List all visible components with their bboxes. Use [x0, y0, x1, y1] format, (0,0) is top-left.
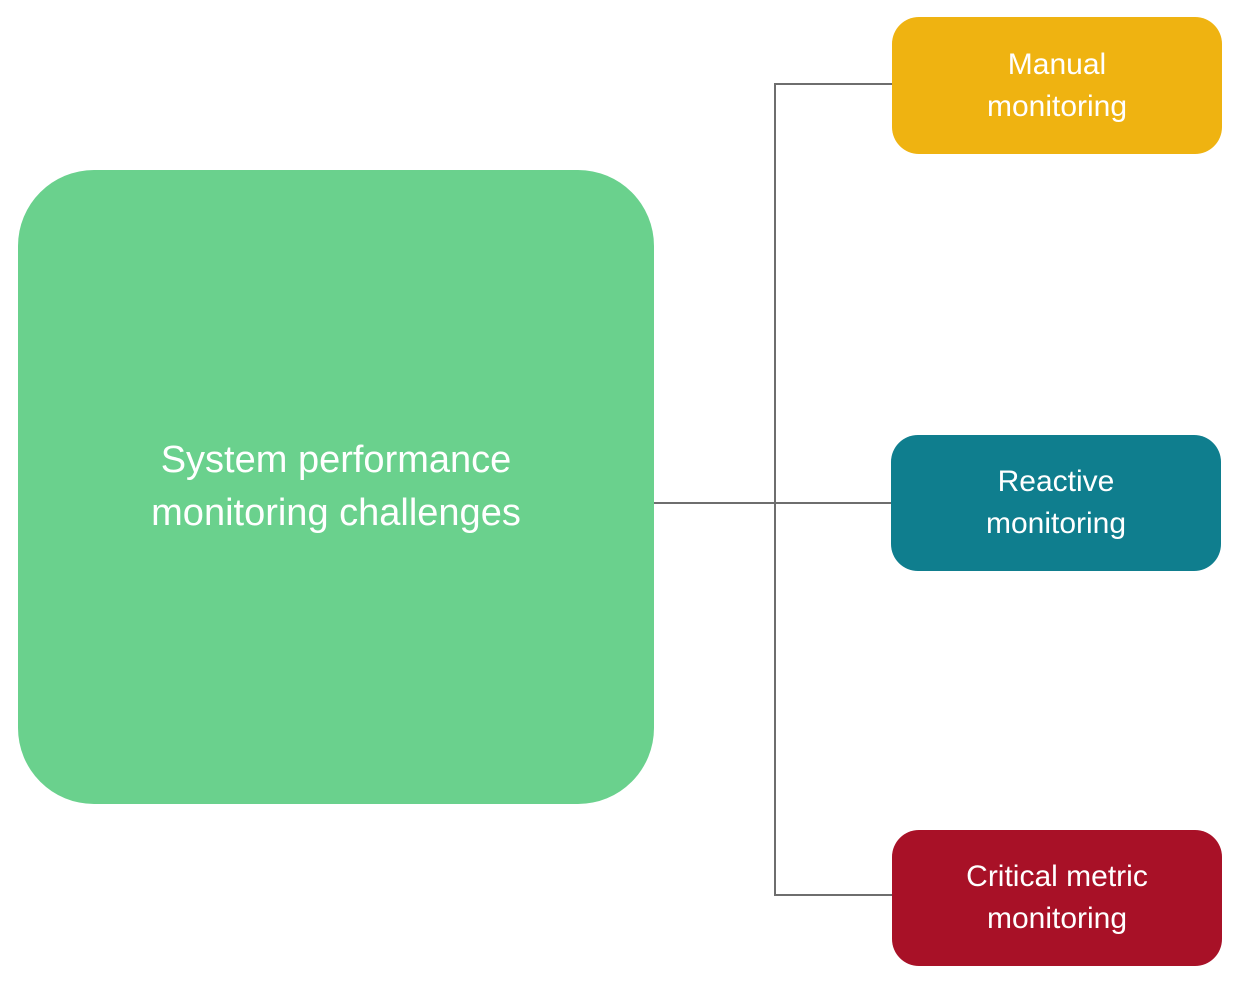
- branch-node-manual-monitoring[interactable]: Manual monitoring: [892, 17, 1222, 154]
- connector-root-to-reactive: [654, 502, 891, 504]
- branch-node-critical-metric-monitoring[interactable]: Critical metric monitoring: [892, 830, 1222, 966]
- branch-node-label: Manual monitoring: [986, 47, 1128, 123]
- connector-branch-critical: [774, 894, 892, 896]
- connector-trunk-vertical: [774, 83, 776, 896]
- root-node-label: System performance monitoring challenges: [151, 438, 521, 534]
- branch-node-reactive-monitoring[interactable]: Reactive monitoring: [891, 435, 1221, 571]
- connector-branch-manual: [774, 83, 892, 85]
- branch-node-label: Reactive monitoring: [985, 465, 1127, 540]
- root-node[interactable]: System performance monitoring challenges: [18, 170, 654, 804]
- branch-node-label: Critical metric monitoring: [966, 860, 1148, 935]
